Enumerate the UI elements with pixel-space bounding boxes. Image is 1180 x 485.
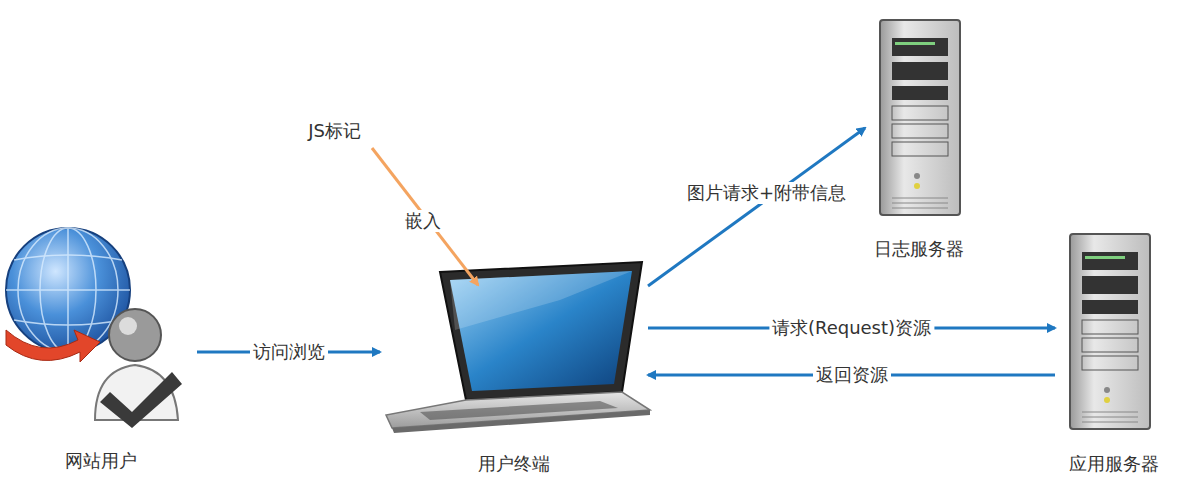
node-label: 应用服务器 <box>1065 453 1163 477</box>
arrow-connector <box>372 148 478 285</box>
user-icon <box>6 228 182 428</box>
edge-label: 图片请求+附带信息 <box>684 182 849 204</box>
terminal-node: 用户终端 <box>380 285 648 477</box>
server-node: 应用服务器 <box>1055 230 1173 477</box>
arrow-connector <box>648 128 865 286</box>
server-node: 日志服务器 <box>865 15 973 262</box>
edge-label: 嵌入 <box>402 210 444 232</box>
edge-label: 返回资源 <box>813 364 891 386</box>
server-icon <box>880 20 960 215</box>
tag-node: JS标记 <box>300 116 369 148</box>
user-node: 网站用户 <box>5 222 197 474</box>
edge-label: 访问浏览 <box>250 341 328 363</box>
node-label: 日志服务器 <box>870 238 968 262</box>
laptop-icon <box>386 262 650 433</box>
node-label: 用户终端 <box>474 453 554 477</box>
node-label: 网站用户 <box>61 450 141 474</box>
server-icon <box>1070 234 1150 429</box>
edge-label: 请求(Request)资源 <box>769 317 934 339</box>
node-label: JS标记 <box>304 120 365 144</box>
